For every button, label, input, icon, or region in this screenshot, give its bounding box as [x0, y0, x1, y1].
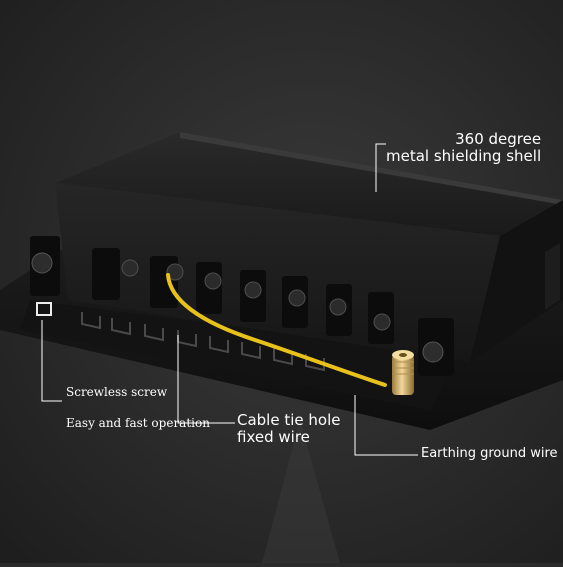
screwless-callout: Screwless screw [66, 385, 168, 399]
slot-marker [36, 302, 52, 316]
shield-callout-line2: metal shielding shell [386, 147, 542, 165]
shield-callout: 360 degree metal shielding shell [386, 131, 541, 165]
earthing-callout-line [354, 395, 418, 456]
earthing-post [392, 350, 414, 395]
cable-tie-callout: Cable tie hole fixed wire [237, 412, 340, 446]
ground-wire [166, 273, 387, 387]
shield-callout-line [375, 143, 386, 192]
cable-callout-line [177, 335, 235, 424]
cable-tie-callout-line2: fixed wire [237, 428, 310, 446]
terminal-screws [31, 252, 444, 363]
enclosure-side [470, 200, 563, 362]
screwless-callout-line [41, 320, 62, 402]
enclosure-top [55, 132, 563, 236]
easy-operation-callout: Easy and fast operation [66, 416, 210, 430]
callout-lines [41, 143, 418, 456]
cable-tie-callout-line1: Cable tie hole [237, 411, 341, 429]
side-bracket [545, 243, 560, 310]
enclosure-top-edge [180, 132, 563, 205]
light-beam [262, 420, 340, 563]
earthing-callout: Earthing ground wire [421, 446, 558, 461]
shield-callout-line1: 360 degree [455, 130, 542, 148]
